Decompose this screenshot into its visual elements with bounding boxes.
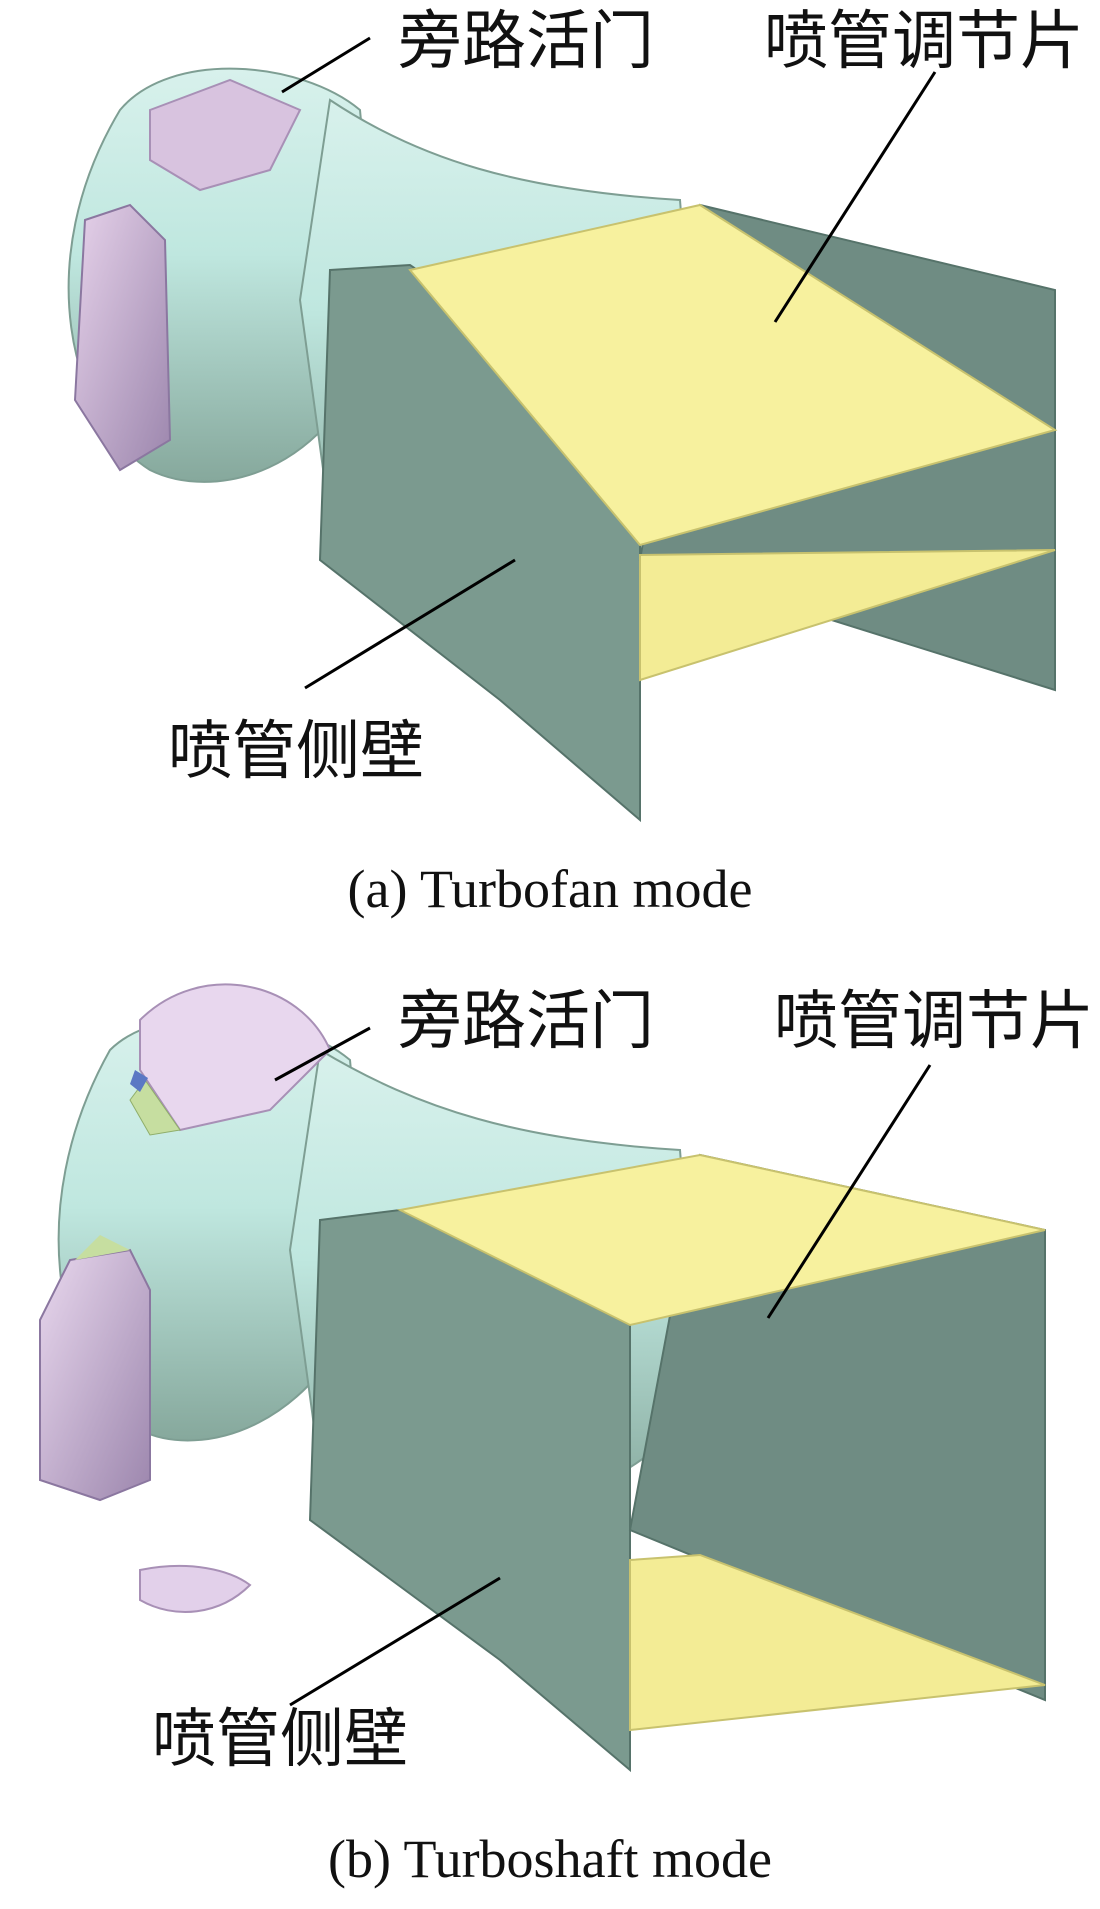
bypass-door-inner-green-lower [75, 1235, 130, 1260]
nozzle-flap-lower [639, 549, 1056, 682]
caption-turbofan-mode: (a) Turbofan mode [347, 859, 753, 919]
leader-line-nozzle-sidewall [304, 558, 516, 690]
bypass-door-inner-green [129, 1079, 181, 1136]
bypass-door-upper-open [139, 983, 332, 1132]
nozzle-flap-lower [629, 1553, 1046, 1732]
nozzle-flap-upper [396, 1153, 1046, 1327]
leader-line-nozzle-sidewall [289, 1576, 501, 1707]
caption-turboshaft-mode: (b) Turboshaft mode [328, 1829, 772, 1889]
bypass-door-side-open [39, 1248, 151, 1502]
turboshaft-mode-figure: 旁路活门 喷管调节片 喷管侧壁 (b) Turboshaft mode [0, 960, 1100, 1909]
leader-line-nozzle-flap [766, 1064, 932, 1319]
label-nozzle-flap: 喷管调节片 [774, 985, 1094, 1059]
turbofan-mode-figure: 旁路活门 喷管调节片 喷管侧壁 (a) Turbofan mode [0, 0, 1100, 930]
turboshaft-nozzle-illustration [39, 983, 1046, 1773]
turbofan-nozzle-illustration [67, 36, 1058, 823]
leader-line-bypass-door [281, 36, 371, 94]
bypass-door-lower-flap [139, 1564, 252, 1613]
leader-line-nozzle-flap [773, 71, 937, 323]
label-nozzle-sidewall: 喷管侧壁 [152, 1703, 408, 1777]
leader-line-bypass-door [274, 1026, 371, 1082]
bypass-door-inner-blue [130, 1070, 148, 1092]
label-bypass-door: 旁路活门 [398, 985, 654, 1059]
label-nozzle-flap: 喷管调节片 [764, 5, 1084, 79]
label-bypass-door: 旁路活门 [398, 5, 654, 79]
nozzle-flap-upper [408, 203, 1058, 547]
bypass-door-upper [149, 78, 302, 192]
label-nozzle-sidewall: 喷管侧壁 [168, 715, 424, 789]
bypass-door-side [73, 203, 172, 472]
